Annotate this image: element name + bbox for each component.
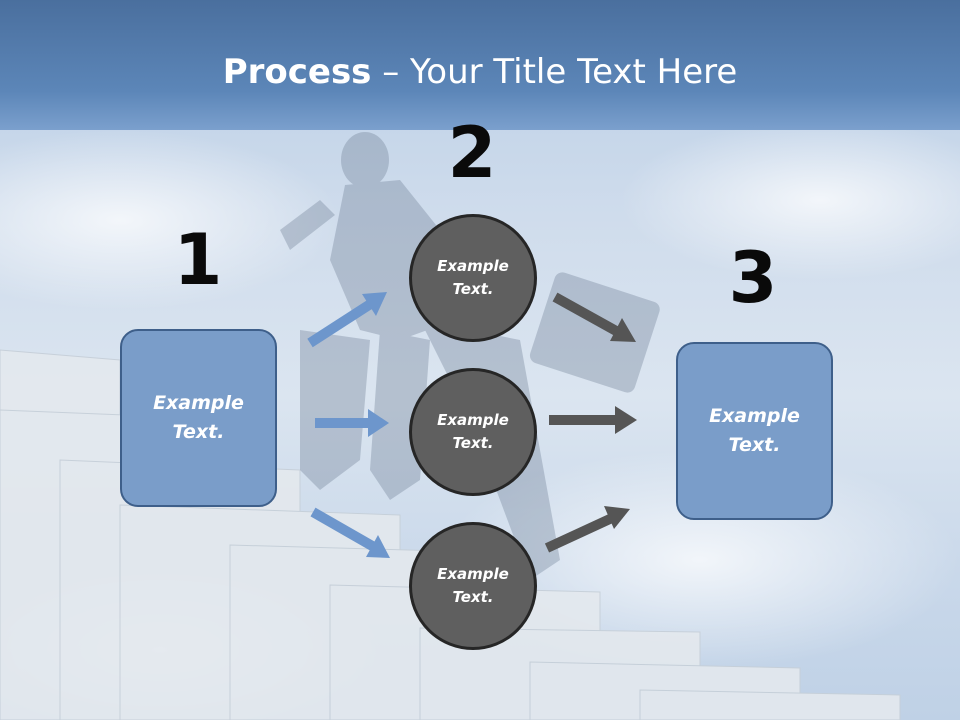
step-number-1: 1	[173, 219, 223, 301]
right-text-box: Example Text.	[676, 342, 833, 520]
left-text-box: Example Text.	[120, 329, 277, 507]
step-number-3: 3	[728, 237, 778, 319]
blue-arrow-up	[307, 292, 387, 348]
step-number-2: 2	[447, 112, 497, 194]
circle-bottom: Example Text.	[409, 522, 537, 650]
title-band	[0, 0, 960, 130]
blue-arrow-middle	[315, 409, 389, 437]
circle-middle-label: Example Text.	[437, 411, 509, 452]
left-box-label: Example Text.	[153, 392, 244, 443]
gray-arrow-middle	[549, 406, 637, 434]
circle-bottom-label: Example Text.	[437, 565, 509, 606]
circle-top-label: Example Text.	[437, 257, 509, 298]
blue-arrow-down	[310, 507, 390, 558]
gray-arrow-top	[552, 292, 636, 342]
slide-title: Process – Your Title Text Here	[0, 52, 960, 92]
circle-top: Example Text.	[409, 214, 537, 342]
title-bold: Process	[222, 52, 372, 92]
gray-arrow-bottom	[544, 506, 630, 553]
circle-middle: Example Text.	[409, 368, 537, 496]
title-rest: – Your Title Text Here	[371, 52, 738, 92]
right-box-label: Example Text.	[709, 405, 800, 456]
